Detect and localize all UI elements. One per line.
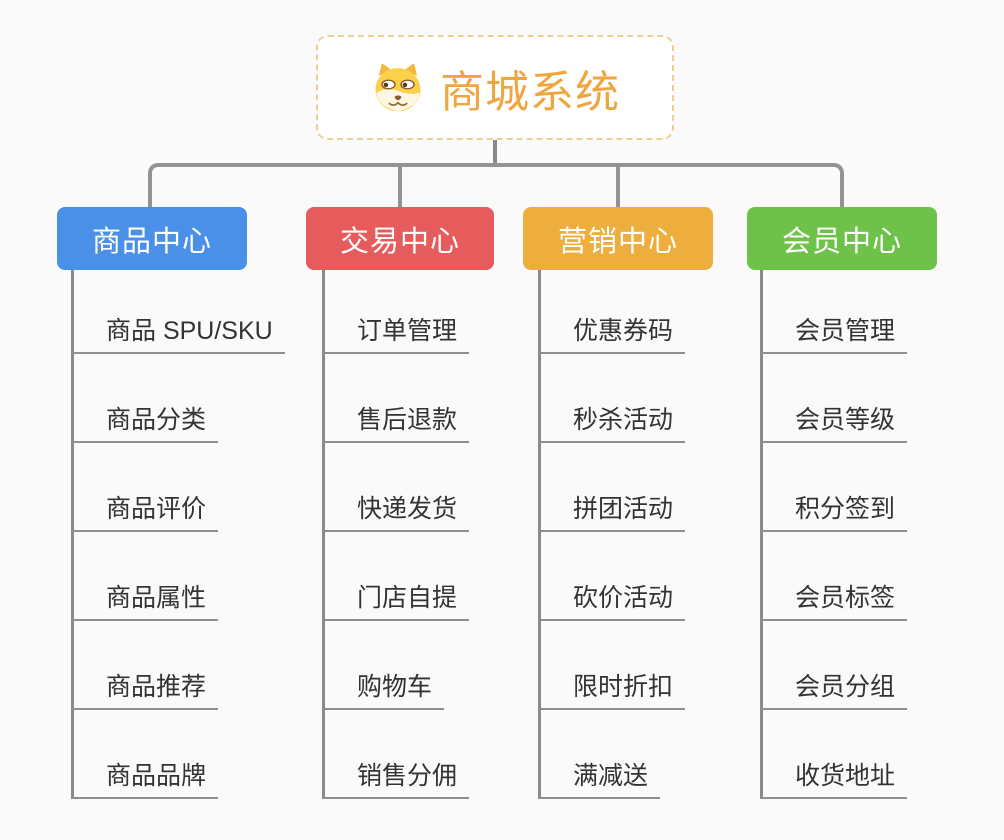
child-node-member-management[interactable]: 会员管理 bbox=[761, 270, 908, 354]
child-node-limited-time-discount[interactable]: 限时折扣 bbox=[539, 621, 686, 710]
child-node-store-pickup[interactable]: 门店自提 bbox=[323, 532, 470, 621]
child-node-flash-sale[interactable]: 秒杀活动 bbox=[539, 354, 686, 443]
branch-header-marketing-center[interactable]: 营销中心 bbox=[523, 207, 713, 270]
child-node-member-group[interactable]: 会员分组 bbox=[761, 621, 908, 710]
branch-header-member-center[interactable]: 会员中心 bbox=[747, 207, 937, 270]
branch-header-trade-center[interactable]: 交易中心 bbox=[306, 207, 494, 270]
branch-column-trade-center: 订单管理 售后退款 快递发货 门店自提 购物车 销售分佣 bbox=[322, 270, 470, 799]
connector-column-trunk bbox=[71, 270, 74, 799]
child-node-shopping-cart[interactable]: 购物车 bbox=[323, 621, 445, 710]
connector-drop-branch-3 bbox=[616, 165, 620, 210]
branch-column-marketing-center: 优惠券码 秒杀活动 拼团活动 砍价活动 限时折扣 满减送 bbox=[538, 270, 686, 799]
child-node-full-reduction[interactable]: 满减送 bbox=[539, 710, 661, 799]
connector-bus bbox=[148, 163, 844, 210]
branch-column-member-center: 会员管理 会员等级 积分签到 会员标签 会员分组 收货地址 bbox=[760, 270, 908, 799]
connector-column-trunk bbox=[322, 270, 325, 799]
branch-column-product-center: 商品 SPU/SKU 商品分类 商品评价 商品属性 商品推荐 商品品牌 bbox=[71, 270, 285, 799]
root-node-mall-system[interactable]: 商城系统 bbox=[316, 35, 674, 140]
child-node-product-spu-sku[interactable]: 商品 SPU/SKU bbox=[72, 270, 285, 354]
child-node-product-review[interactable]: 商品评价 bbox=[72, 443, 219, 532]
child-node-coupon-code[interactable]: 优惠券码 bbox=[539, 270, 686, 354]
child-node-product-recommend[interactable]: 商品推荐 bbox=[72, 621, 219, 710]
connector-column-trunk bbox=[538, 270, 541, 799]
child-node-points-checkin[interactable]: 积分签到 bbox=[761, 443, 908, 532]
root-title: 商城系统 bbox=[440, 67, 620, 117]
child-node-express-delivery[interactable]: 快递发货 bbox=[323, 443, 470, 532]
child-node-order-management[interactable]: 订单管理 bbox=[323, 270, 470, 354]
child-node-product-attribute[interactable]: 商品属性 bbox=[72, 532, 219, 621]
child-node-shipping-address[interactable]: 收货地址 bbox=[761, 710, 908, 799]
connector-drop-branch-2 bbox=[398, 165, 402, 210]
child-node-group-buy[interactable]: 拼团活动 bbox=[539, 443, 686, 532]
branch-header-product-center[interactable]: 商品中心 bbox=[57, 207, 247, 270]
child-node-aftersale-refund[interactable]: 售后退款 bbox=[323, 354, 470, 443]
child-node-product-category[interactable]: 商品分类 bbox=[72, 354, 219, 443]
doge-dog-icon bbox=[375, 63, 421, 111]
child-node-sales-commission[interactable]: 销售分佣 bbox=[323, 710, 470, 799]
connector-root-trunk bbox=[493, 140, 497, 165]
child-node-member-level[interactable]: 会员等级 bbox=[761, 354, 908, 443]
child-node-member-tag[interactable]: 会员标签 bbox=[761, 532, 908, 621]
child-node-bargain-activity[interactable]: 砍价活动 bbox=[539, 532, 686, 621]
connector-column-trunk bbox=[760, 270, 763, 799]
child-node-product-brand[interactable]: 商品品牌 bbox=[72, 710, 219, 799]
